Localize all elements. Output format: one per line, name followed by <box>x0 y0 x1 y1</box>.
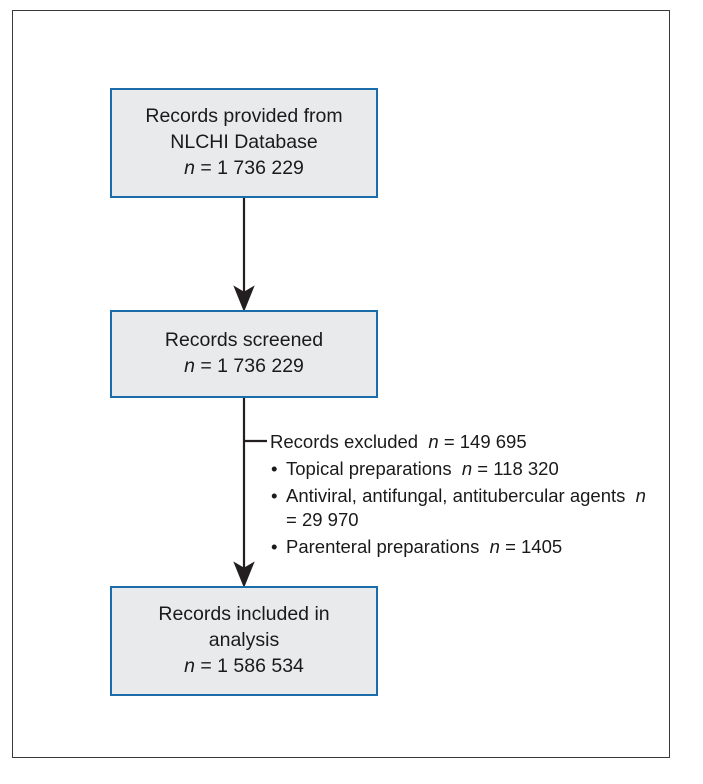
n-symbol: n <box>489 536 500 558</box>
n-symbol: n <box>635 485 646 507</box>
box-included-line2: analysis <box>208 629 280 652</box>
box-records-screened: Records screened n = 1 736 229 <box>110 310 378 398</box>
n-value: 149 695 <box>459 431 527 452</box>
exclusions-list: • Topical preparations n = 118 320 • Ant… <box>270 457 660 559</box>
box-records-included: Records included in analysis n = 1 586 5… <box>110 586 378 696</box>
exclusion-item-label: Topical preparations <box>286 458 452 480</box>
n-value: 1 736 229 <box>217 156 304 179</box>
n-value: 1 586 534 <box>217 654 304 677</box>
box-included-line1: Records included in <box>158 603 330 626</box>
bullet-icon: • <box>271 536 278 558</box>
n-symbol: n <box>184 654 195 677</box>
box-provided-count: n = 1 736 229 <box>184 156 304 182</box>
n-equals: = <box>286 509 297 531</box>
n-symbol: n <box>461 458 473 480</box>
n-equals: = <box>200 355 212 377</box>
n-equals: = <box>477 458 489 480</box>
exclusion-item: • Topical preparations n = 118 320 <box>270 457 660 481</box>
n-value: 1 736 229 <box>217 355 304 377</box>
box-records-provided: Records provided from NLCHI Database n =… <box>110 88 378 198</box>
exclusions-heading: Records excluded n = 149 695 <box>270 430 660 454</box>
exclusion-item: • Antiviral, antifungal, antitubercular … <box>270 484 660 532</box>
n-equals: = <box>505 536 516 558</box>
n-value: 118 320 <box>493 458 559 480</box>
box-included-count: n = 1 586 534 <box>184 654 304 680</box>
exclusions-heading-label: Records excluded <box>270 431 419 452</box>
exclusion-item-label: Parenteral preparations <box>286 536 480 558</box>
box-screened-line1: Records screened <box>164 329 324 352</box>
n-symbol: n <box>184 156 195 179</box>
exclusions-block: Records excluded n = 149 695 • Topical p… <box>270 430 660 559</box>
n-symbol: n <box>428 431 439 452</box>
box-screened-count: n = 1 736 229 <box>184 354 304 380</box>
bullet-icon: • <box>271 458 278 480</box>
n-equals: = <box>443 431 455 452</box>
n-value: 1405 <box>521 536 563 558</box>
exclusion-item: • Parenteral preparations n = 1405 <box>270 535 660 559</box>
n-symbol: n <box>184 355 195 377</box>
n-equals: = <box>200 654 212 677</box>
box-provided-line2: NLCHI Database <box>170 131 318 154</box>
exclusion-item-label: Antiviral, antifungal, antitubercular ag… <box>286 485 626 507</box>
n-equals: = <box>200 156 212 179</box>
box-provided-line1: Records provided from <box>145 105 343 128</box>
bullet-icon: • <box>271 485 278 507</box>
n-value: 29 970 <box>301 509 359 531</box>
